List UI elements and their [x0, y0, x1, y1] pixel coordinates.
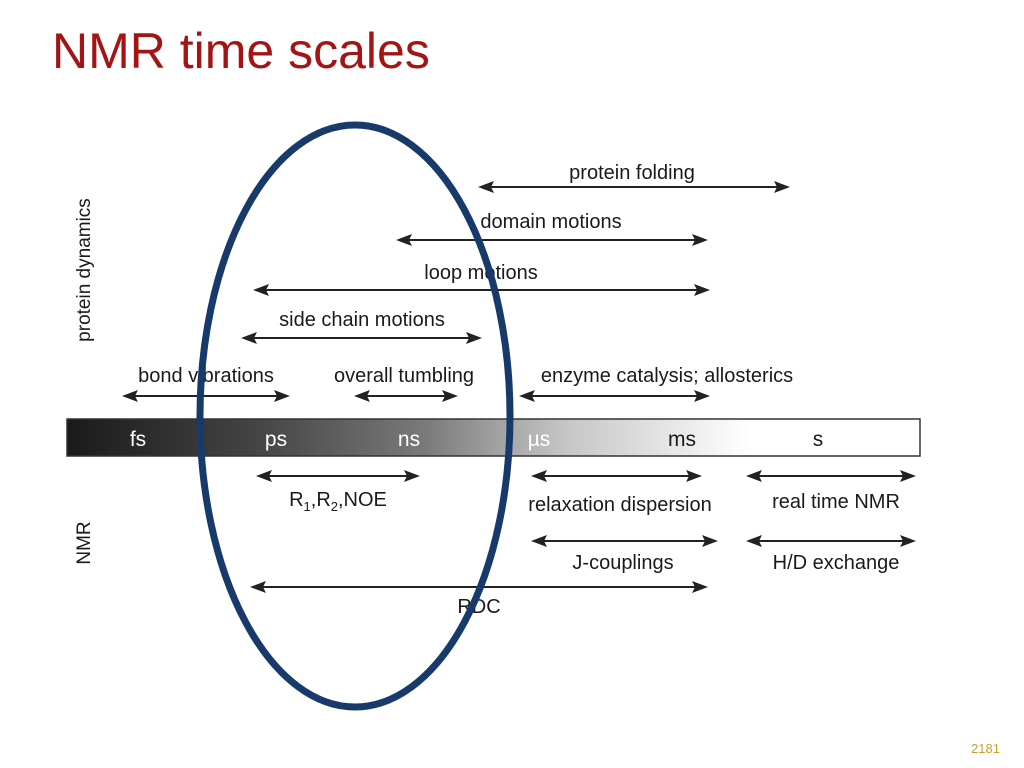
label-part: ,R — [311, 489, 331, 511]
label-part: ,NOE — [338, 489, 387, 511]
hd-exchange-arrow — [746, 535, 916, 547]
j-couplings-arrow — [531, 535, 718, 547]
domain-motions-arrow — [396, 234, 708, 246]
slide-number: 2181 — [971, 741, 1000, 756]
timescale-bar — [66, 418, 921, 457]
timescale-unit-label: ps — [265, 428, 287, 451]
real-time-nmr-arrow — [746, 470, 916, 482]
side-chain-motions-arrow — [241, 332, 482, 344]
protein-folding-arrow — [478, 181, 790, 193]
loop-motions-label: loop motions — [424, 262, 537, 284]
loop-motions-arrow — [253, 284, 710, 296]
bond-vibrations-arrow — [122, 390, 290, 402]
enzyme-catalysis-label: enzyme catalysis; allosterics — [541, 365, 793, 387]
timescale-unit-label: ns — [398, 428, 420, 451]
label-part: 2 — [331, 499, 338, 514]
section-label-protein-dynamics: protein dynamics — [74, 198, 95, 342]
timescale-unit-label: ms — [668, 428, 696, 451]
highlight-ellipse — [196, 121, 514, 711]
timescale-unit-label: s — [813, 428, 824, 451]
side-chain-motions-label: side chain motions — [279, 309, 445, 331]
enzyme-catalysis-arrow — [519, 390, 710, 402]
nmr-method-ranges: R1,R2,NOE relaxation dispersion real time … — [250, 470, 916, 618]
domain-motions-label: domain motions — [480, 211, 621, 233]
bond-vibrations-label: bond vibrations — [138, 365, 274, 387]
relaxation-dispersion-label: relaxation dispersion — [528, 494, 711, 516]
r1-r2-noe-label: R1,R2,NOE — [289, 489, 387, 514]
timescale-unit-label: µs — [528, 428, 551, 451]
r1-r2-noe-arrow — [256, 470, 420, 482]
overall-tumbling-arrow — [354, 390, 458, 402]
timescale-unit-labels: fs ps ns µs ms s — [130, 428, 823, 451]
label-part: 1 — [304, 499, 311, 514]
slide-title: NMR time scales — [52, 23, 430, 79]
label-part: R — [289, 489, 303, 511]
real-time-nmr-label: real time NMR — [772, 491, 900, 513]
protein-folding-label: protein folding — [569, 162, 695, 184]
j-couplings-label: J-couplings — [572, 552, 673, 574]
relaxation-dispersion-arrow — [531, 470, 702, 482]
protein-dynamics-ranges: protein folding domain motions loop motion… — [122, 162, 793, 402]
overall-tumbling-label: overall tumbling — [334, 365, 474, 387]
hd-exchange-label: H/D exchange — [773, 552, 900, 574]
section-label-nmr: NMR — [74, 521, 95, 564]
timescale-unit-label: fs — [130, 428, 146, 451]
